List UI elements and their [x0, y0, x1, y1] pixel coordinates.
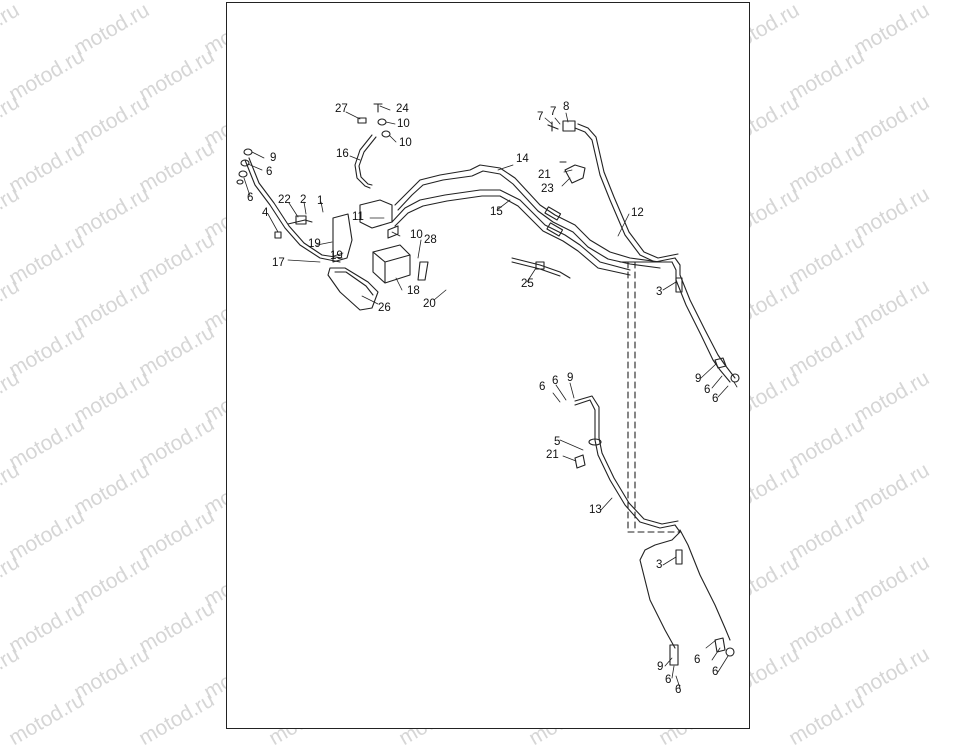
callout-28: 28 [424, 234, 437, 246]
callout-20: 20 [423, 298, 436, 310]
callout-9: 9 [567, 372, 574, 384]
hose-16 [354, 103, 391, 189]
heat-shield [327, 267, 379, 311]
callout-9: 9 [657, 661, 664, 673]
banjo-fittings-left [236, 148, 282, 239]
rear-line-12 [547, 120, 679, 263]
callout-6: 6 [704, 384, 711, 396]
callout-6: 6 [539, 381, 546, 393]
callout-6: 6 [247, 192, 254, 204]
front-brake-line [244, 157, 343, 263]
callout-21: 21 [538, 169, 551, 181]
dashed-leader [627, 261, 681, 533]
callout-2: 2 [300, 194, 307, 206]
brake-lines-14-15 [391, 164, 661, 276]
rear-caliper-line-lower [639, 524, 735, 666]
callout-4: 4 [262, 207, 269, 219]
callout-10: 10 [399, 137, 412, 149]
callout-18: 18 [407, 285, 420, 297]
callout-10: 10 [397, 118, 410, 130]
callout-19: 19 [308, 238, 321, 250]
abs-module [332, 199, 429, 284]
callout-15: 15 [490, 206, 503, 218]
callout-5: 5 [554, 436, 561, 448]
callout-24: 24 [396, 103, 409, 115]
callout-8: 8 [563, 101, 570, 113]
callout-23: 23 [541, 183, 554, 195]
bracket-23 [559, 161, 586, 184]
callout-9: 9 [695, 373, 702, 385]
callout-7: 7 [537, 111, 544, 123]
callout-6: 6 [552, 375, 559, 387]
callout-17: 17 [272, 257, 285, 269]
callout-9: 9 [270, 152, 277, 164]
callout-19: 19 [330, 250, 343, 262]
callout-26: 26 [378, 302, 391, 314]
diagram-frame [226, 2, 750, 729]
callout-6: 6 [694, 654, 701, 666]
callout-21: 21 [546, 449, 559, 461]
callout-1: 1 [317, 195, 324, 207]
callout-25: 25 [521, 278, 534, 290]
callout-7: 7 [550, 106, 557, 118]
callout-6: 6 [712, 666, 719, 678]
callout-11: 11 [352, 211, 364, 223]
rear-caliper-line-upper [619, 257, 740, 383]
callout-6: 6 [675, 684, 682, 696]
callout-3: 3 [656, 286, 663, 298]
callout-22: 22 [278, 194, 291, 206]
callout-27: 27 [335, 103, 348, 115]
callout-13: 13 [589, 504, 602, 516]
callout-14: 14 [516, 153, 529, 165]
callout-6: 6 [712, 393, 719, 405]
callout-3: 3 [656, 559, 663, 571]
leader-lines [243, 105, 738, 689]
callout-6: 6 [665, 674, 672, 686]
clamp-25 [511, 257, 571, 279]
brake-line-diagram [236, 103, 740, 689]
callout-10: 10 [410, 229, 423, 241]
callout-12: 12 [631, 207, 644, 219]
callout-16: 16 [336, 148, 349, 160]
callout-6: 6 [266, 166, 273, 178]
rear-line-13 [574, 395, 679, 529]
